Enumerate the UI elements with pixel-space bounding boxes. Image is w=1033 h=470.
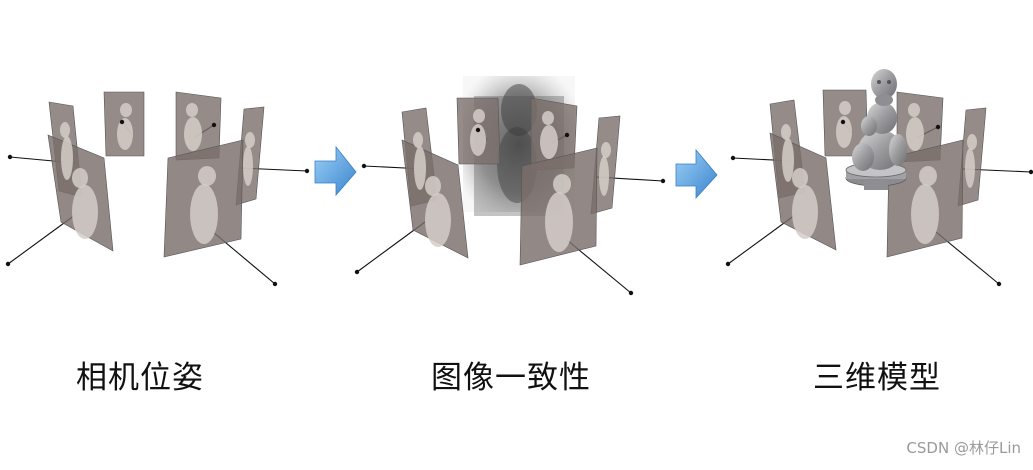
statue-silhouettes — [413, 109, 611, 252]
caption-3d-model: 三维模型 — [813, 360, 941, 396]
camera-centers — [354, 127, 666, 296]
camera-centers — [725, 119, 1033, 287]
arrow-right-icon — [675, 148, 718, 200]
arrow-right-icon — [314, 145, 357, 197]
stage-3-3d-model — [725, 69, 1033, 287]
statue-silhouettes — [781, 101, 977, 244]
stage-1-camera-poses — [5, 91, 310, 287]
reconstructed-statue — [845, 69, 907, 190]
statue-silhouettes — [60, 103, 255, 244]
stage-2-photo-consistency — [354, 76, 666, 296]
watermark: CSDN @林仔Lin — [906, 439, 1021, 457]
caption-photo-consistency: 图像一致性 — [431, 360, 591, 396]
camera-centers — [5, 119, 310, 287]
caption-camera-poses: 相机位姿 — [76, 360, 204, 396]
